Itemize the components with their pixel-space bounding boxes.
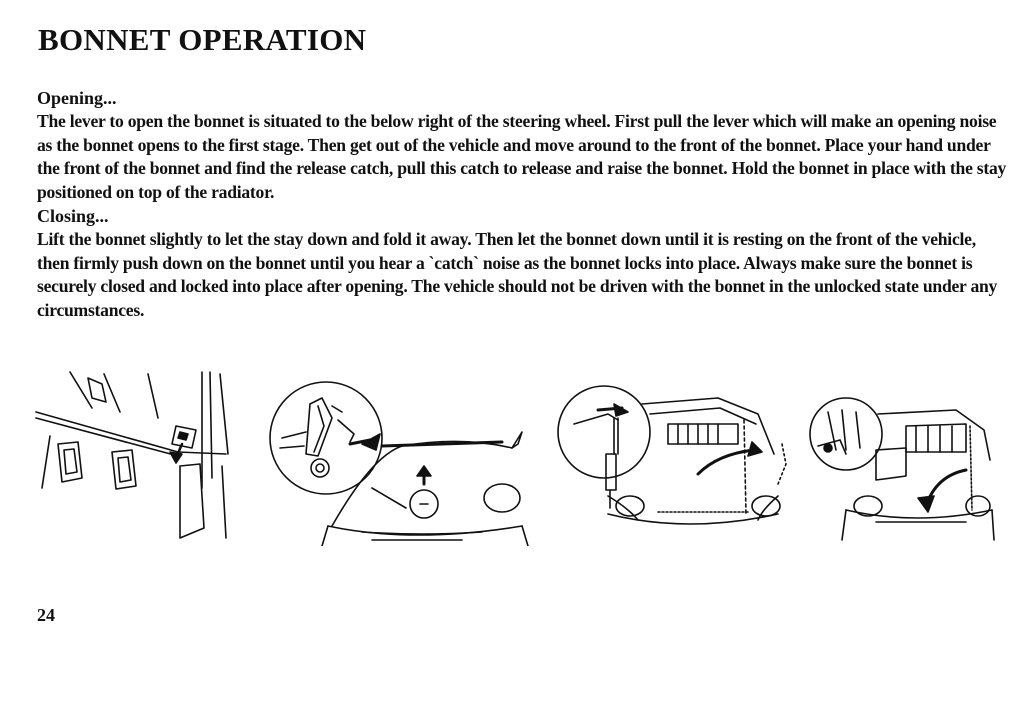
instructions: Opening... The lever to open the bonnet …	[37, 86, 1009, 322]
release-catch-illustration	[262, 376, 532, 546]
section-text-opening: The lever to open the bonnet is situated…	[37, 111, 1007, 202]
stay-fold-illustration	[806, 390, 1002, 550]
section-text-closing: Lift the bonnet slightly to let the stay…	[37, 229, 998, 320]
section-heading-opening: Opening...	[37, 88, 117, 108]
section-heading-closing: Closing...	[37, 206, 109, 226]
page-number: 24	[37, 605, 55, 625]
bonnet-stay-illustration	[548, 384, 788, 544]
page-title: BONNET OPERATION	[38, 22, 367, 57]
lever-illustration	[30, 368, 245, 543]
